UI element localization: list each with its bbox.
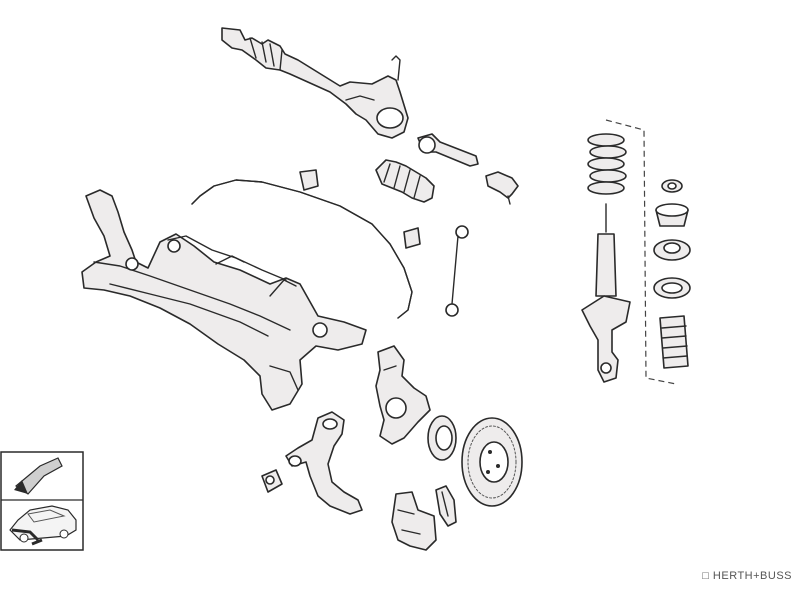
brand-watermark: □ HERTH+BUSS [702, 570, 792, 582]
stabilizer-bar [191, 179, 413, 319]
steering-rack-boot [375, 159, 435, 203]
steering-knuckle [375, 345, 431, 445]
coil-spring [587, 133, 627, 195]
spring-seat [653, 239, 691, 261]
strut-bearing [655, 203, 689, 227]
orientation-inset [0, 451, 84, 551]
stabilizer-bushing-2 [403, 227, 421, 249]
inner-tie-rod [417, 133, 479, 167]
wheel-hub [427, 415, 457, 461]
brake-caliper [391, 491, 437, 551]
stabilizer-link [445, 225, 469, 317]
brand-logo-icon: □ [702, 570, 710, 582]
bump-stop [653, 277, 691, 299]
brake-pads [435, 485, 457, 527]
dust-boot [659, 315, 689, 369]
strut-top-mount [661, 179, 683, 193]
lower-control-arm [285, 411, 363, 515]
stabilizer-bushing-1 [299, 169, 319, 191]
front-subframe [81, 189, 367, 411]
shock-absorber [581, 203, 631, 383]
car-silhouette-icon [9, 505, 77, 546]
tie-rod-end [485, 171, 519, 205]
strut-assembly [581, 119, 691, 385]
brand-label: HERTH+BUSS [712, 570, 792, 582]
brake-disc [461, 417, 523, 507]
control-arm-bushing [261, 469, 283, 493]
orientation-arrow-icon [14, 457, 63, 495]
steering-rack [221, 27, 409, 139]
